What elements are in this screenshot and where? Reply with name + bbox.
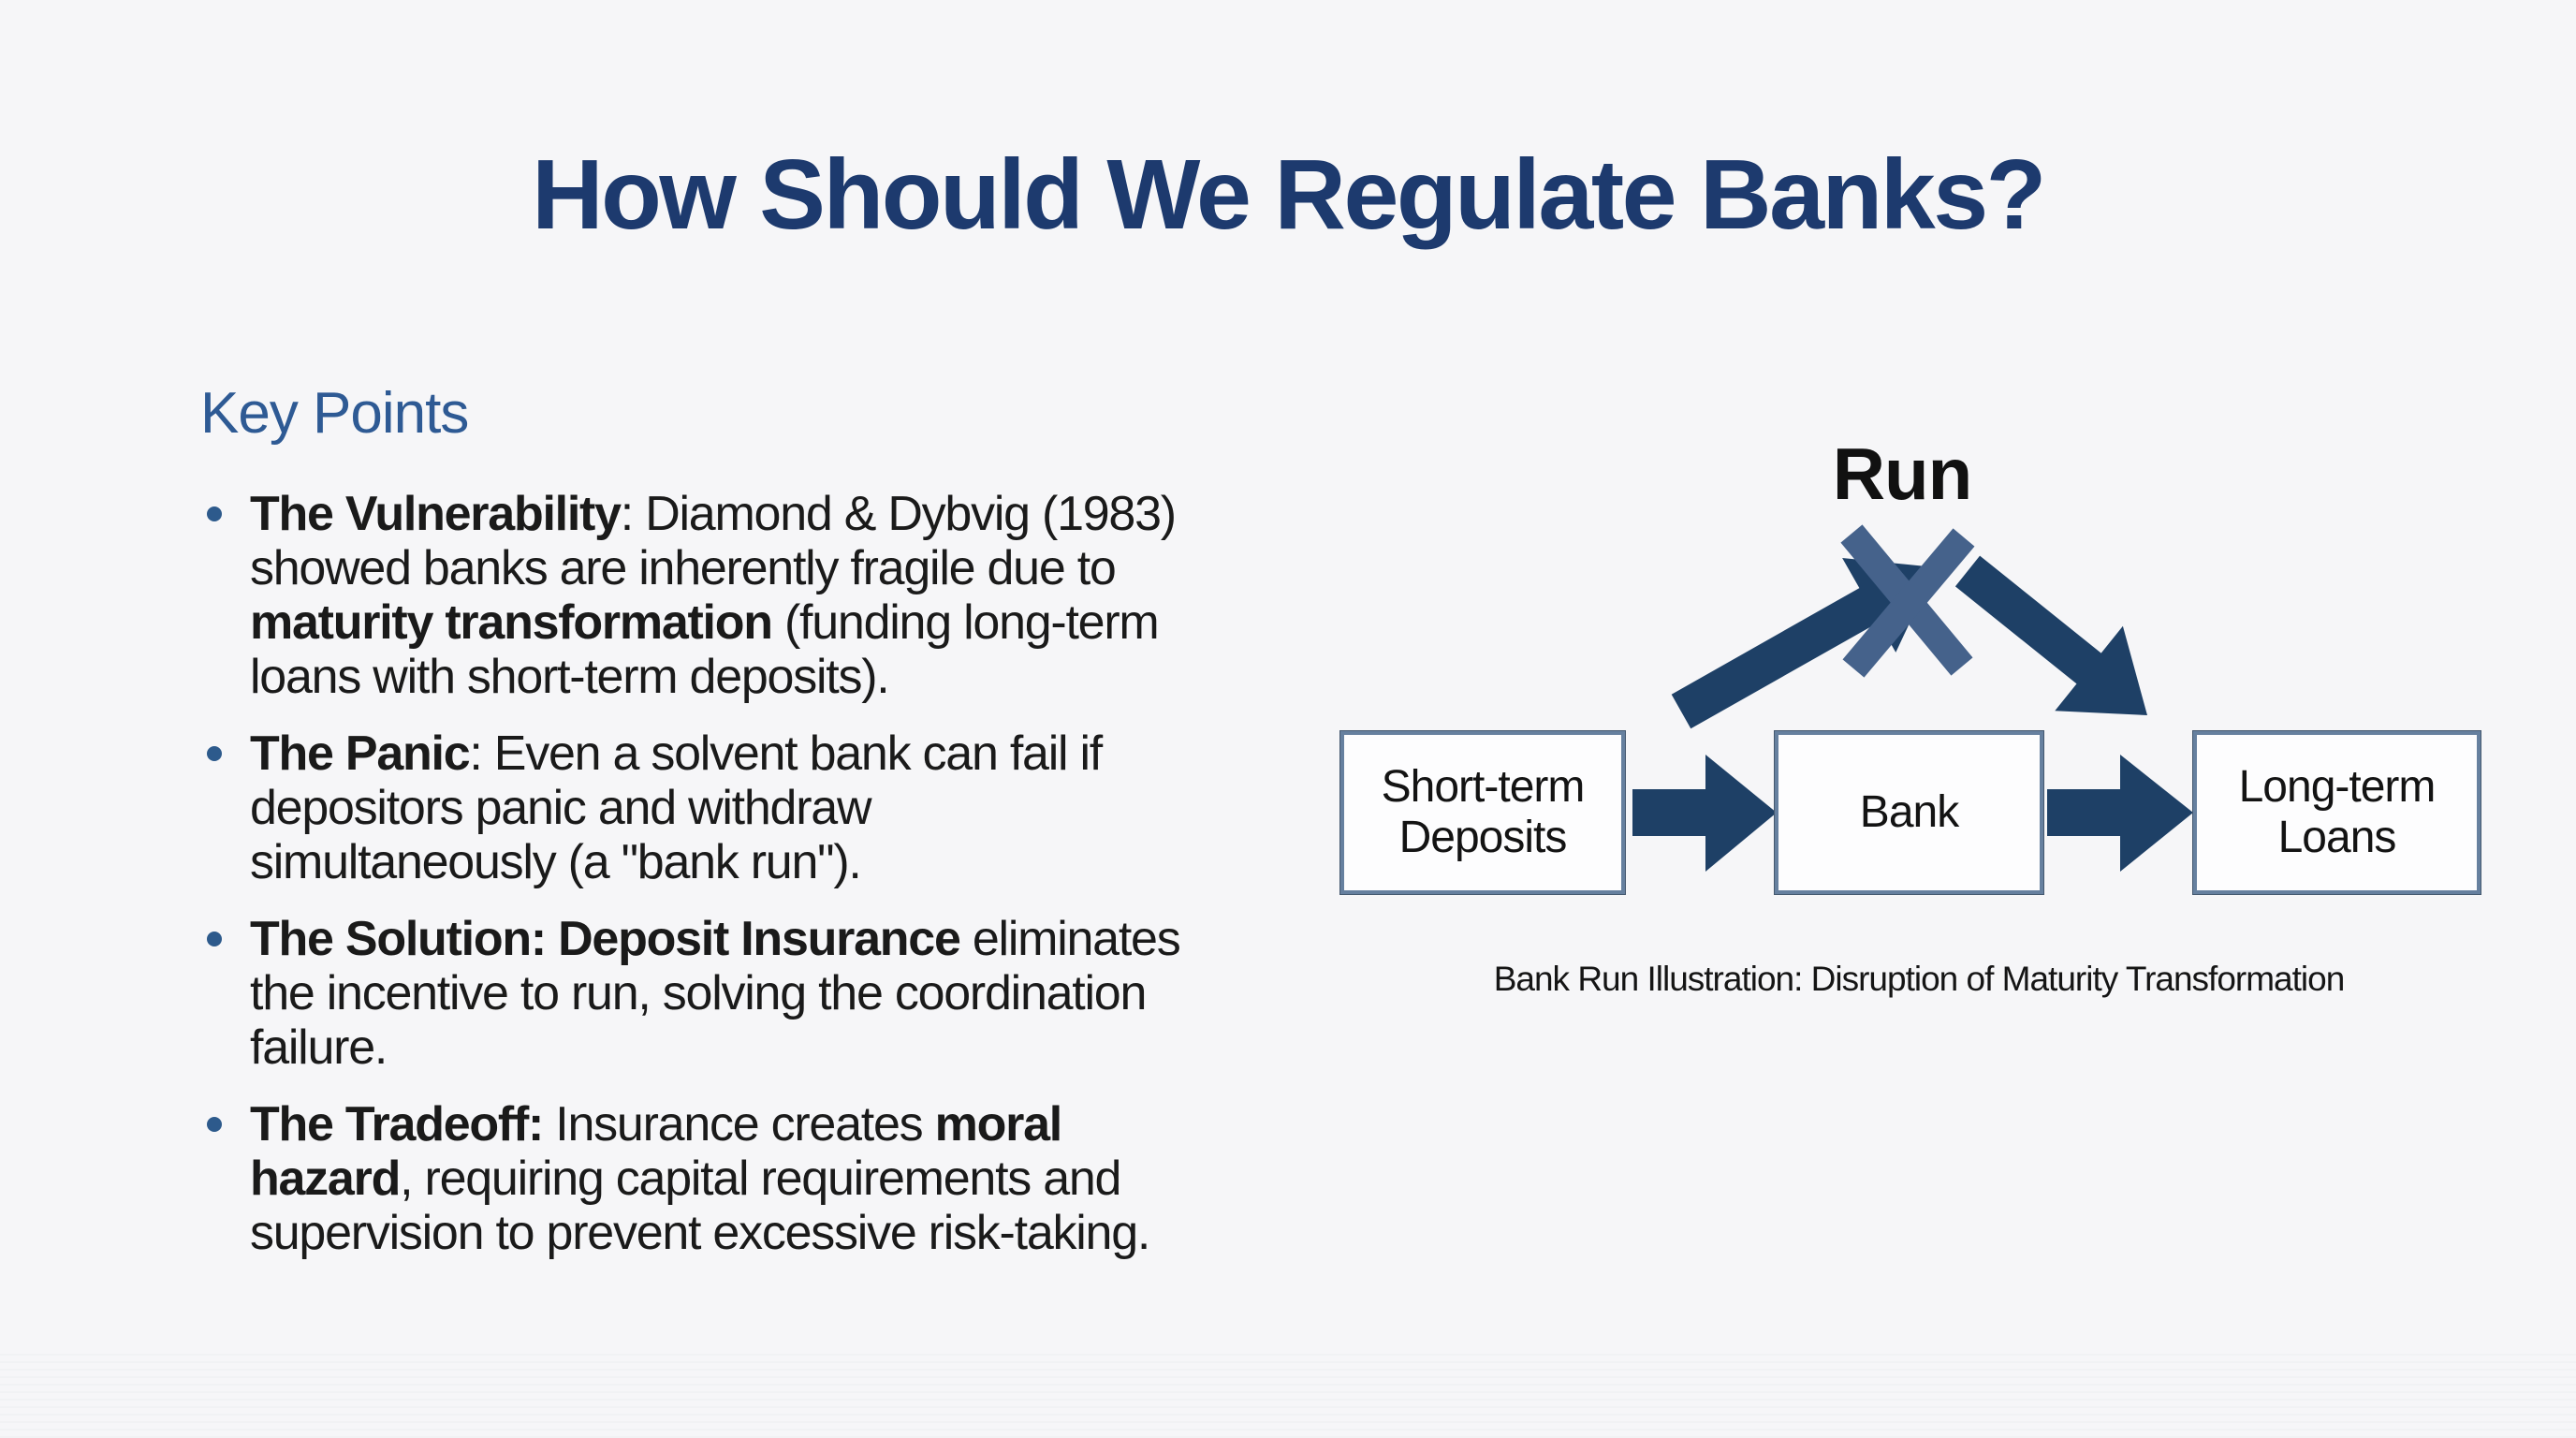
diagram-box-label: Deposits bbox=[1398, 813, 1568, 862]
block-arrow-right-icon bbox=[2047, 755, 2193, 872]
key-point-line: maturity transformation (funding long-te… bbox=[250, 595, 1160, 650]
diagram-box-label: Long-term bbox=[2238, 762, 2437, 812]
key-point-line: The Panic: Even a solvent bank can fail … bbox=[250, 726, 1103, 781]
key-point-line: loans with short-term deposits). bbox=[250, 650, 890, 704]
key-point-line: hazard, requiring capital requirements a… bbox=[250, 1152, 1121, 1206]
key-point-item: The Solution: Deposit Insurance eliminat… bbox=[200, 912, 1305, 1075]
key-point-line: simultaneously (a "bank run"). bbox=[250, 835, 862, 889]
key-points-list: The Vulnerability: Diamond & Dybvig (198… bbox=[200, 487, 1305, 1283]
diagram-box-label: Loans bbox=[2277, 813, 2397, 862]
diagram-caption: Bank Run Illustration: Disruption of Mat… bbox=[1493, 960, 2346, 998]
bottom-texture bbox=[0, 1354, 2576, 1438]
key-point-item: The Vulnerability: Diamond & Dybvig (198… bbox=[200, 487, 1305, 704]
run-label: Run bbox=[1832, 433, 1973, 515]
diagram-box-bank: Bank bbox=[1775, 731, 2043, 894]
diagonal-arrow-up-icon bbox=[1671, 558, 1936, 729]
key-point-line: the incentive to run, solving the coordi… bbox=[250, 966, 1147, 1020]
diagonal-arrow-down-icon bbox=[1954, 555, 2147, 715]
key-point-item: The Panic: Even a solvent bank can fail … bbox=[200, 726, 1305, 889]
key-point-line: supervision to prevent excessive risk-ta… bbox=[250, 1206, 1150, 1260]
key-point-line: The Vulnerability: Diamond & Dybvig (198… bbox=[250, 487, 1177, 541]
diagram-box-label: Short-term bbox=[1381, 762, 1586, 812]
block-arrow-right-icon bbox=[1632, 755, 1777, 872]
diagram-box-label: Bank bbox=[1859, 787, 1959, 837]
key-point-line: showed banks are inherently fragile due … bbox=[250, 541, 1117, 595]
key-point-line: The Tradeoff: Insurance creates moral bbox=[250, 1097, 1062, 1152]
page-title: How Should We Regulate Banks? bbox=[532, 139, 2046, 250]
key-point-line: failure. bbox=[250, 1020, 388, 1075]
key-point-line: The Solution: Deposit Insurance eliminat… bbox=[250, 912, 1181, 966]
x-mark-icon bbox=[1840, 524, 1975, 678]
key-point-line: depositors panic and withdraw bbox=[250, 781, 872, 835]
key-points-heading: Key Points bbox=[200, 381, 469, 446]
